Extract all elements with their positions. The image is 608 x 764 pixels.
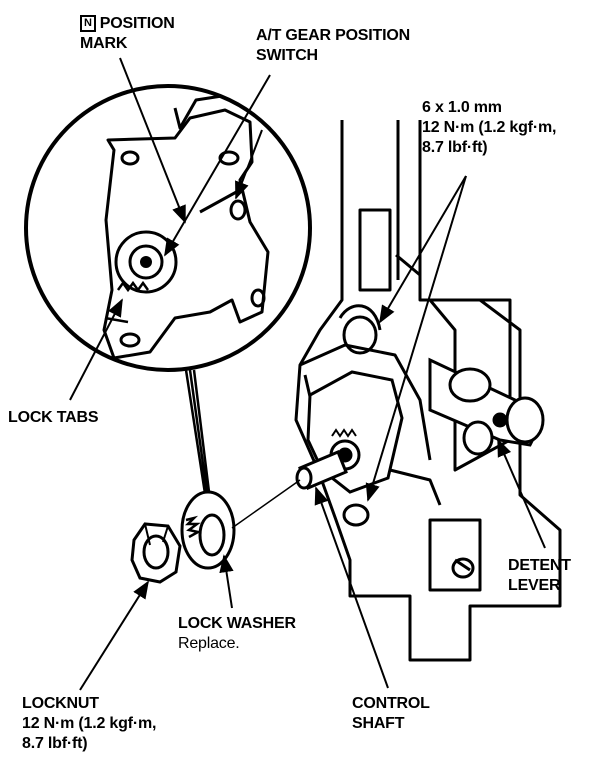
control-shaft: [295, 450, 348, 490]
transmission-housing: [294, 120, 562, 662]
leader-lock-tabs: [69, 298, 123, 401]
neutral-symbol: N: [80, 15, 96, 32]
label-control-shaft: CONTROL SHAFT: [352, 695, 430, 732]
label-detent-lever: DETENT LEVER: [508, 557, 571, 594]
leader-locknut: [79, 580, 149, 691]
lock-washer: [180, 490, 236, 570]
leader-bolt-upper: [379, 175, 467, 324]
leader-switch-bolt: [235, 129, 263, 200]
label-lock-tabs: LOCK TABS: [8, 409, 99, 426]
leader-bolt-lower: [365, 175, 467, 502]
label-lock-washer: LOCK WASHER Replace.: [178, 615, 296, 652]
leader-control-shaft: [314, 486, 389, 689]
detent-lever: [428, 357, 545, 456]
label-gear-switch: A/T GEAR POSITION SWITCH: [256, 27, 410, 64]
leader-lock-washer: [219, 554, 234, 609]
leader-position-mark: [119, 57, 186, 224]
label-locknut: LOCKNUT 12 N·m (1.2 kgf·m, 8.7 lbf·ft): [22, 695, 157, 752]
center-line: [231, 479, 301, 529]
locknut: [130, 522, 182, 584]
leader-gear-switch: [164, 74, 271, 257]
detail-zoom-circle: [24, 84, 312, 372]
leader-detent-lever: [497, 438, 546, 549]
detail-stem: [184, 369, 212, 501]
label-bolt-spec: 6 x 1.0 mm 12 N·m (1.2 kgf·m, 8.7 lbf·ft…: [422, 99, 557, 156]
